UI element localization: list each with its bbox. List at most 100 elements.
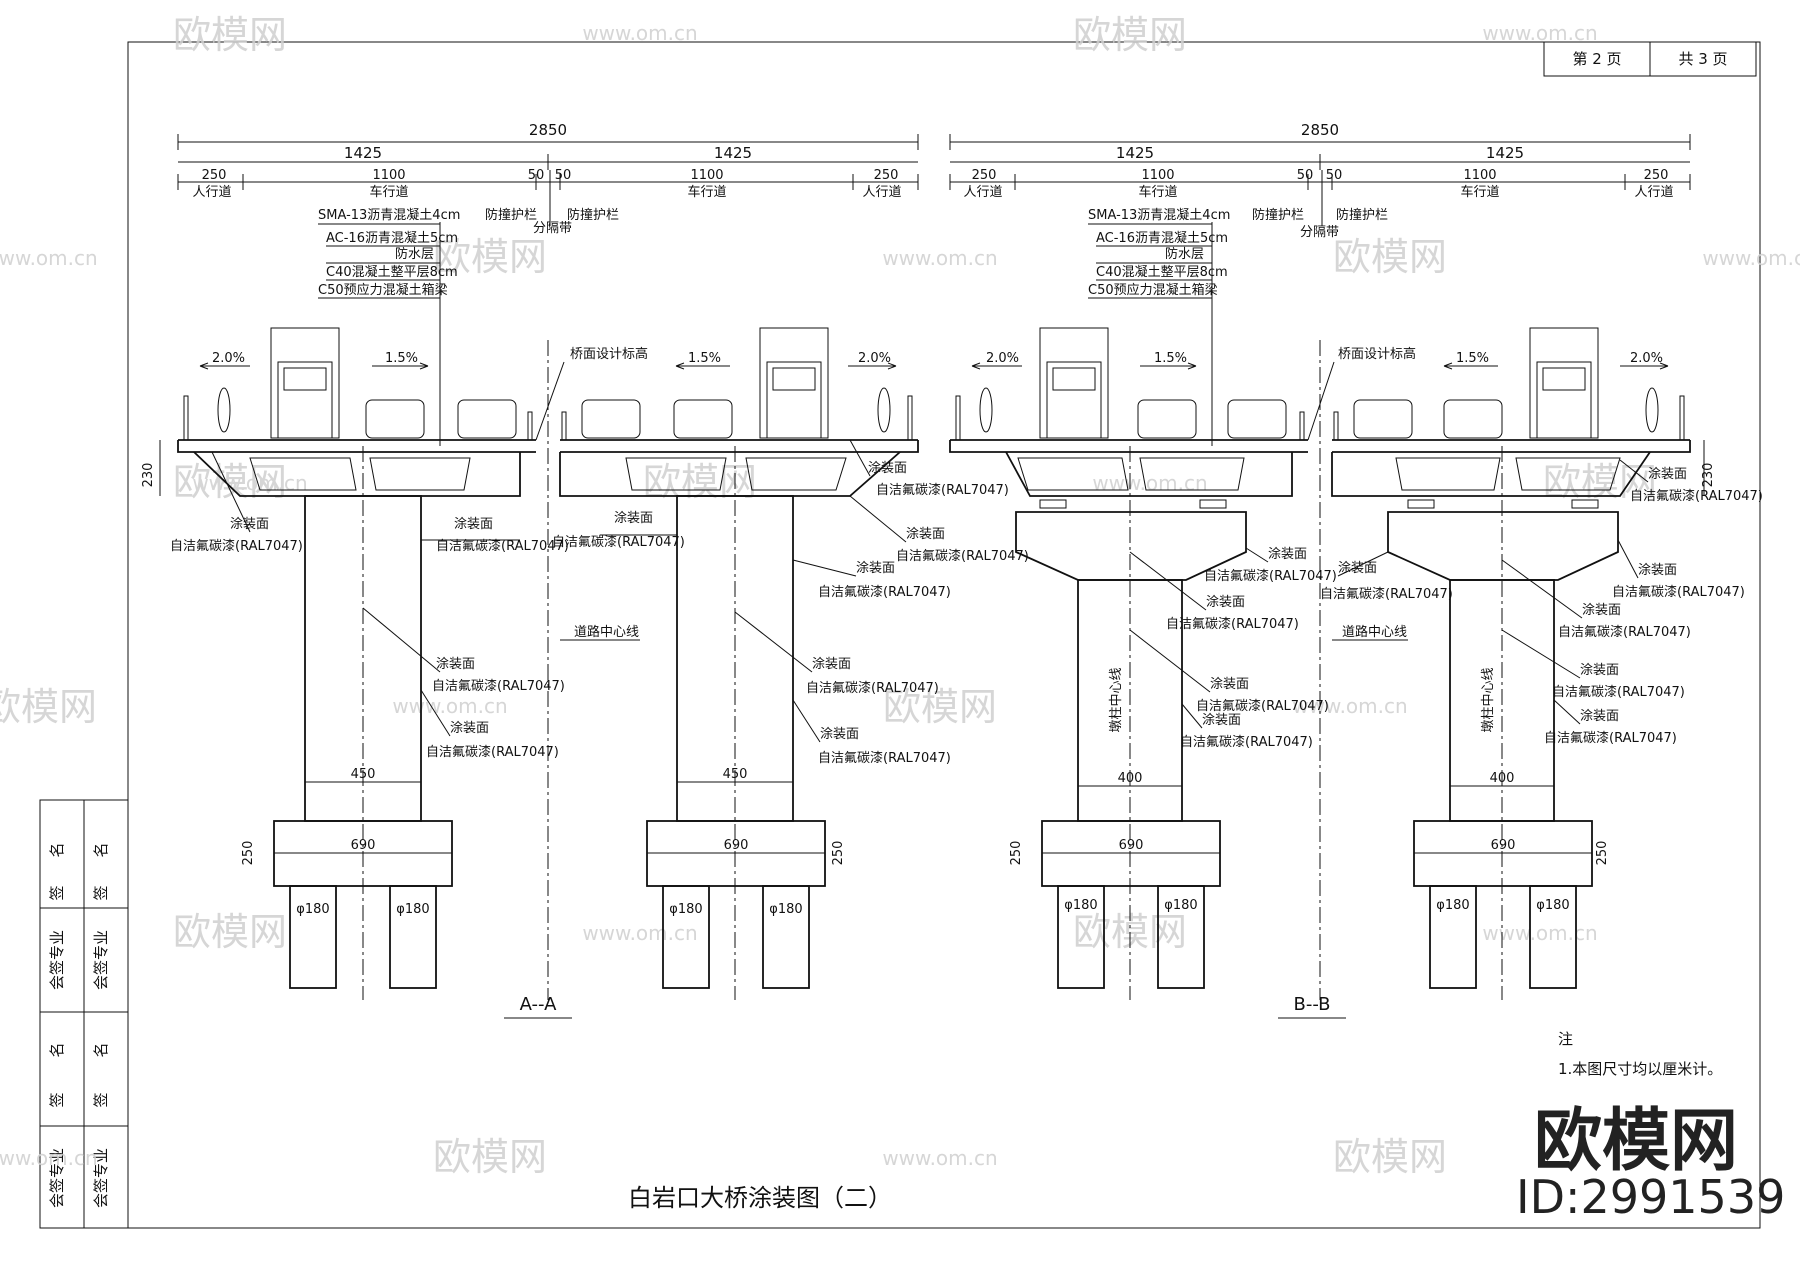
paint-surface: 涂装面 xyxy=(1268,546,1307,562)
signoff-discipline-3: 会签专业 xyxy=(48,1148,66,1208)
signoff-block: 名 名 签 签 会签专业 会签专业 名 名 签 签 会签专业 会签专业 xyxy=(39,799,129,1229)
section-b-layer-callouts: SMA-13沥青混凝土4cm AC-16沥青混凝土5cm 防水层 C40混凝土整… xyxy=(1088,170,1388,446)
section-a-piers: 450 450 690 690 250 250 φ180 φ180 φ180 φ… xyxy=(241,340,846,1000)
paint-spec: 自洁氟碳漆(RAL7047) xyxy=(1166,616,1299,632)
watermark-site: www.om.cn xyxy=(0,1146,98,1170)
car-icon xyxy=(1227,399,1287,439)
dim-footing: 690 xyxy=(1491,838,1516,853)
paint-spec: 自洁氟碳漆(RAL7047) xyxy=(170,538,303,554)
paint-spec: 自洁氟碳漆(RAL7047) xyxy=(1196,698,1329,714)
dim-walk: 250 xyxy=(1644,168,1669,183)
dim-lane: 1100 xyxy=(1463,168,1496,183)
signoff-discipline-4: 会签专业 xyxy=(92,1148,110,1208)
watermark-site: www.om.cn xyxy=(1702,246,1800,270)
dim-walk: 250 xyxy=(874,168,899,183)
section-a-vehicles xyxy=(217,327,891,439)
layer-5: C50预应力混凝土箱梁 xyxy=(318,282,448,298)
watermark-brand: 欧模网 xyxy=(173,13,287,57)
paint-surface: 涂装面 xyxy=(454,516,493,532)
label-guardrail: 防撞护栏 xyxy=(567,207,619,223)
section-a: 2850 1425 1425 250 1100 50 50 1100 250 人… xyxy=(141,121,1029,1019)
car-icon xyxy=(581,399,641,439)
watermark-id: ID:2991539 xyxy=(1516,1170,1786,1224)
layer-1: SMA-13沥青混凝土4cm xyxy=(1088,207,1230,223)
signoff-sign-3: 签 xyxy=(48,1092,66,1107)
signoff-name-1: 名 xyxy=(48,842,66,857)
paint-spec: 自洁氟碳漆(RAL7047) xyxy=(1544,730,1677,746)
label-separator: 分隔带 xyxy=(1300,225,1339,240)
paint-surface: 涂装面 xyxy=(1580,662,1619,678)
signoff-name-3: 名 xyxy=(48,1042,66,1057)
dim-pile: φ180 xyxy=(1064,898,1097,913)
label-pier-center: 墩柱中心线 xyxy=(1481,667,1496,732)
watermark-brand: 欧模网 xyxy=(0,685,97,729)
label-guardrail: 防撞护栏 xyxy=(485,207,537,223)
section-b-deck xyxy=(949,395,1691,497)
truck-icon xyxy=(1039,327,1109,439)
car-icon xyxy=(673,399,733,439)
dim-barrier: 50 xyxy=(1297,168,1314,183)
label-pier-center: 墩柱中心线 xyxy=(1109,667,1124,732)
paint-spec: 自洁氟碳漆(RAL7047) xyxy=(552,534,685,550)
slope-lane: 1.5% xyxy=(385,351,418,366)
dim-half: 1425 xyxy=(344,144,382,162)
signoff-discipline-1: 会签专业 xyxy=(48,930,66,990)
watermark-site: www.om.cn xyxy=(192,471,307,495)
paint-surface: 涂装面 xyxy=(1338,560,1377,576)
slope-side: 2.0% xyxy=(986,351,1019,366)
slope-side: 2.0% xyxy=(1630,351,1663,366)
dim-total: 2850 xyxy=(1301,121,1339,139)
watermark-brand: 欧模网 xyxy=(433,235,547,279)
label-roadway: 车行道 xyxy=(369,184,408,200)
paint-surface: 涂装面 xyxy=(1210,676,1249,692)
section-a-slopes: 2.0% 1.5% 1.5% 2.0% xyxy=(199,351,897,370)
label-sidewalk: 人行道 xyxy=(862,185,901,200)
label-design-elev: 桥面设计标高 xyxy=(570,346,648,362)
paint-spec: 自洁氟碳漆(RAL7047) xyxy=(1630,488,1763,504)
watermark-site: www.om.cn xyxy=(882,1146,997,1170)
page-number-box: 第 2 页 共 3 页 xyxy=(1543,41,1757,77)
paint-spec: 自洁氟碳漆(RAL7047) xyxy=(818,750,951,766)
paint-surface: 涂装面 xyxy=(436,656,475,672)
dim-median: 50 xyxy=(1326,168,1343,183)
paint-surface: 涂装面 xyxy=(1580,708,1619,724)
dim-pile: φ180 xyxy=(669,902,702,917)
label-sidewalk: 人行道 xyxy=(963,185,1002,200)
car-icon xyxy=(1443,399,1503,439)
label-road-center: 道路中心线 xyxy=(574,624,639,640)
paint-surface: 涂装面 xyxy=(812,656,851,672)
dim-pile: φ180 xyxy=(769,902,802,917)
watermark-site: www.om.cn xyxy=(1482,921,1597,945)
dim-lane: 1100 xyxy=(1141,168,1174,183)
watermark-site: www.om.cn xyxy=(1292,694,1407,718)
watermark-site: www.om.cn xyxy=(582,21,697,45)
signoff-discipline-2: 会签专业 xyxy=(92,930,110,990)
watermark-brand: 欧模网 xyxy=(1333,235,1447,279)
note-item: 1.本图尺寸均以厘米计。 xyxy=(1558,1060,1722,1078)
paint-spec: 自洁氟碳漆(RAL7047) xyxy=(876,482,1009,498)
label-sidewalk: 人行道 xyxy=(192,185,231,200)
layer-2: AC-16沥青混凝土5cm xyxy=(1096,230,1228,246)
paint-spec: 自洁氟碳漆(RAL7047) xyxy=(426,744,559,760)
signoff-name-4: 名 xyxy=(92,1042,110,1057)
truck-icon xyxy=(1529,327,1599,439)
dim-pile: φ180 xyxy=(296,902,329,917)
notes-heading: 注 xyxy=(1558,1030,1573,1048)
section-b-label: B--B xyxy=(1293,994,1330,1015)
watermark-brand: 欧模网 xyxy=(433,1135,547,1179)
paint-surface: 涂装面 xyxy=(230,516,269,532)
car-icon xyxy=(1353,399,1413,439)
paint-spec: 自洁氟碳漆(RAL7047) xyxy=(1558,624,1691,640)
signoff-name-2: 名 xyxy=(92,842,110,857)
paint-spec: 自洁氟碳漆(RAL7047) xyxy=(436,538,569,554)
dim-footing-h: 250 xyxy=(831,841,846,866)
paint-surface: 涂装面 xyxy=(1206,594,1245,610)
watermark-brand: 欧模网 xyxy=(173,910,287,954)
label-sidewalk: 人行道 xyxy=(1634,185,1673,200)
dim-deck-h: 230 xyxy=(141,463,156,488)
paint-surface: 涂装面 xyxy=(856,560,895,576)
paint-surface: 涂装面 xyxy=(868,460,907,476)
paint-spec: 自洁氟碳漆(RAL7047) xyxy=(1320,586,1453,602)
slope-side: 2.0% xyxy=(858,351,891,366)
paint-surface: 涂装面 xyxy=(820,726,859,742)
